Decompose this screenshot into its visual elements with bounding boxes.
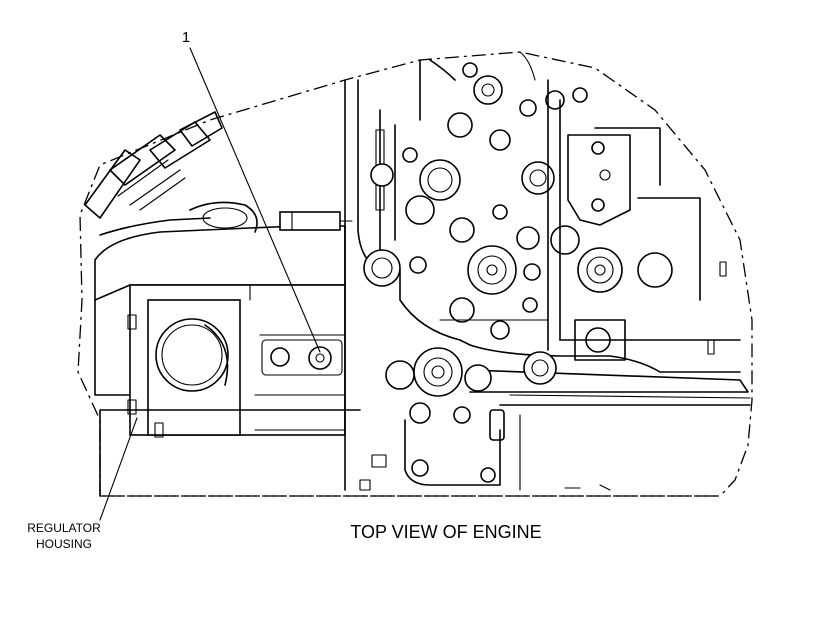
center-plate: [344, 51, 588, 491]
regulator-housing: [127, 284, 346, 438]
lower-fittings: [99, 347, 611, 497]
callout-1-number: 1: [182, 29, 190, 46]
bolt-shaft: [279, 211, 353, 231]
regulator-label-line1: REGULATOR: [27, 521, 101, 535]
regulator-label-line2: HOUSING: [36, 537, 92, 551]
regulator-leader: [99, 417, 138, 521]
fuel-tube: [469, 344, 751, 406]
callout-1-leader: [189, 47, 321, 353]
right-bracket: [559, 127, 741, 361]
cutaway-boundary: [77, 51, 753, 497]
hose-fittings: [84, 111, 223, 236]
diagram-caption: TOP VIEW OF ENGINE: [350, 522, 541, 542]
